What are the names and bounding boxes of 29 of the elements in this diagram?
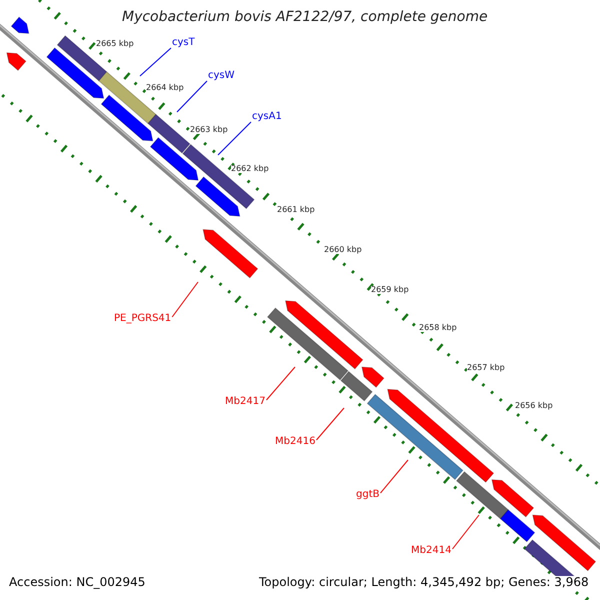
- tick-label: 2659 kbp: [371, 286, 409, 294]
- genome-info-text: Topology: circular; Length: 4,345,492 bp; Genes: 3,968: [259, 576, 589, 588]
- leader-line: [172, 282, 198, 318]
- tick-label: 2657 kbp: [467, 364, 505, 372]
- tick-label: 2660 kbp: [324, 246, 362, 254]
- leader-line: [380, 460, 408, 494]
- leader-line: [218, 122, 252, 156]
- gene-label: cysA1: [252, 112, 282, 122]
- leader-line: [266, 366, 296, 400]
- leader-line: [140, 48, 172, 76]
- tick-label: 2661 kbp: [277, 206, 315, 214]
- tick-label: 2656 kbp: [515, 402, 553, 410]
- gene-label: cysT: [172, 38, 195, 48]
- gene-label: Mb2414: [411, 546, 452, 556]
- gene-label: PE_PGRS41: [114, 314, 172, 324]
- leader-line: [316, 408, 344, 440]
- gene-label: cysW: [208, 71, 235, 81]
- title: Mycobacterium bovis AF2122/97, complete genome: [122, 10, 488, 24]
- leader-line: [176, 80, 208, 112]
- tick-label: 2665 kbp: [96, 40, 134, 48]
- tick-label: 2658 kbp: [419, 324, 457, 332]
- gene-label: Mb2416: [275, 437, 316, 447]
- gene-label: Mb2417: [225, 397, 266, 407]
- accession-text: Accession: NC_002945: [9, 576, 146, 588]
- gene-label: ggtB: [356, 490, 380, 500]
- tick-label: 2663 kbp: [190, 126, 228, 134]
- tick-label: 2662 kbp: [231, 165, 269, 173]
- leader-line: [452, 514, 480, 550]
- tick-label: 2664 kbp: [146, 84, 184, 92]
